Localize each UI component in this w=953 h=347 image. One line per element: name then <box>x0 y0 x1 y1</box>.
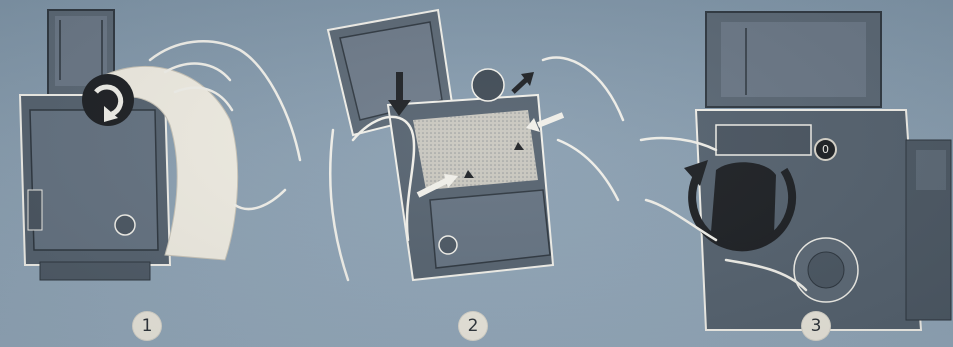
step-1-illustration <box>0 0 318 347</box>
step-number: 2 <box>468 316 479 336</box>
film-window <box>711 162 776 244</box>
camera-body <box>20 95 170 280</box>
step-3-illustration <box>636 0 953 347</box>
frame-counter-value: 0 <box>822 143 829 156</box>
step-2-panel: 2 <box>318 0 636 347</box>
step-number-badge: 2 <box>458 311 488 341</box>
step-number: 3 <box>811 316 822 336</box>
frame-counter-badge: 0 <box>814 138 837 161</box>
camera-back-icon <box>706 12 881 107</box>
step-3-panel: 0 3 <box>636 0 953 347</box>
step-1-panel: 1 <box>0 0 318 347</box>
curved-arrow-icon <box>82 74 134 126</box>
step-number: 1 <box>142 316 153 336</box>
step-2-illustration <box>318 0 636 347</box>
step-number-badge: 3 <box>801 311 831 341</box>
step-number-badge: 1 <box>132 311 162 341</box>
